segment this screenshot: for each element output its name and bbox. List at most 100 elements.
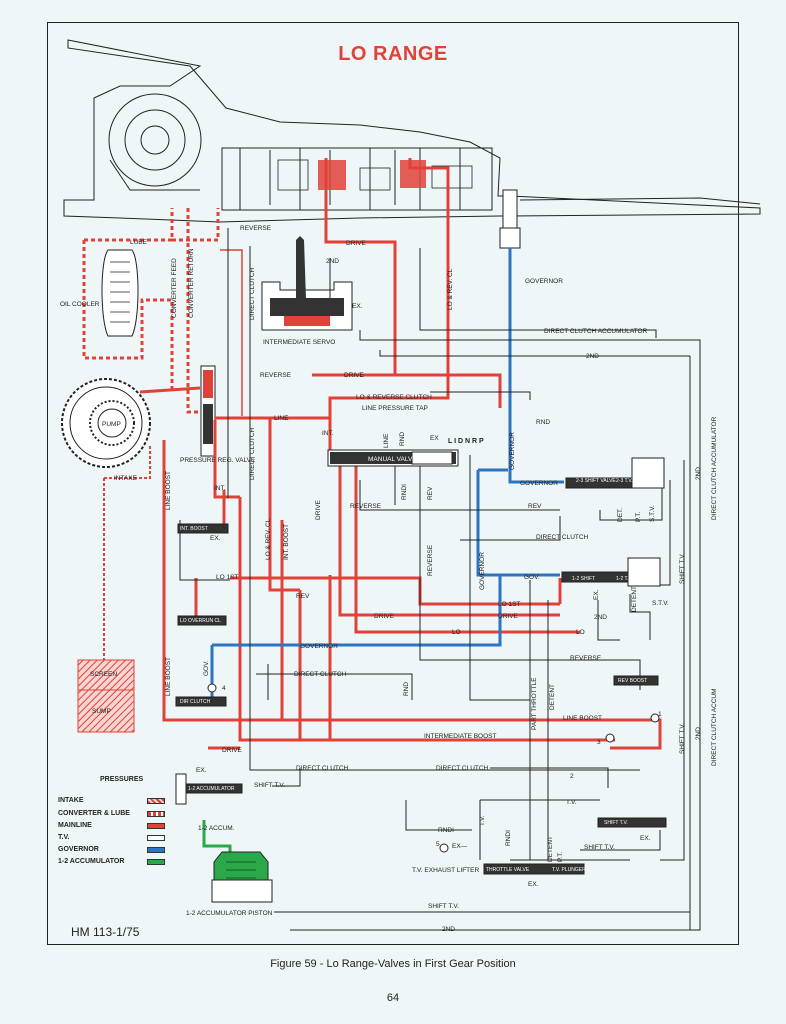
sump-box xyxy=(77,689,135,733)
label-num-4: 4 xyxy=(222,685,226,692)
label-ex-r: EX. xyxy=(640,835,651,842)
label-shift-tv-valve: SHIFT T.V. xyxy=(604,820,628,826)
label-tv-exhaust: T.V. EXHAUST LIFTER xyxy=(412,867,479,874)
label-line-boost-r: LINE BOOST xyxy=(563,715,602,722)
label-direct-clutch-r: DIRECT CLUTCH xyxy=(536,534,589,541)
label-num-5: 5 xyxy=(436,841,440,848)
label-lo-overrun: LO OVERRUN CL xyxy=(180,618,221,624)
vlabel-reverse: REVERSE xyxy=(427,544,434,576)
label-12-accumulator: 1-2 ACCUMULATOR xyxy=(188,786,235,792)
label-drive-2: DRIVE xyxy=(344,372,365,379)
label-lube: LUBE xyxy=(130,239,148,246)
vlabel-ex: EX. xyxy=(593,589,600,600)
vlabel-line-boost-1: LINE BOOST xyxy=(165,471,172,510)
label-drive-3: DRIVE xyxy=(374,613,395,620)
diagram-labels: LUBE REVERSE DRIVE 2ND GOVERNOR OIL COOL… xyxy=(60,225,669,933)
governor-assembly xyxy=(499,189,521,262)
vlabel-converter-return: CONVERTER RETURN xyxy=(188,248,195,318)
label-2nd-3: 2ND xyxy=(594,614,607,621)
accumulator-piston xyxy=(211,851,273,903)
legend-swatch-governor xyxy=(147,847,165,853)
vlabel-shift-tv-1: SHIFT T.V. xyxy=(679,553,686,584)
vlabel-drive: DRIVE xyxy=(315,499,322,520)
label-reverse-3: REVERSE xyxy=(350,503,382,510)
label-drive-top: DRIVE xyxy=(346,240,367,247)
label-manual-valve: MANUAL VALVE xyxy=(368,456,417,463)
label-boost-ex: EX. xyxy=(210,535,221,542)
label-2nd-top: 2ND xyxy=(326,258,339,265)
label-accum-ex: EX. xyxy=(196,767,207,774)
legend-swatch-converter xyxy=(147,811,165,817)
legend-tv: T.V. xyxy=(58,834,70,841)
label-2nd-bottom: 2ND xyxy=(442,926,455,933)
label-int-2: INT. xyxy=(214,485,226,492)
label-direct-clutch-3: DIRECT CLUTCH xyxy=(296,765,349,772)
vlabel-2nd-1: 2ND xyxy=(695,467,702,480)
vlabel-governor-2: GOVERNOR xyxy=(479,552,486,590)
intake-passage xyxy=(103,446,151,660)
vlabel-detent-2: DETENT xyxy=(549,684,556,710)
oil-cooler xyxy=(101,249,139,337)
vlabel-dc-accum: DIRECT CLUTCH ACCUM xyxy=(711,688,718,766)
vlabel-det: DET. xyxy=(617,508,624,522)
vlabel-detent-1: DETENT xyxy=(631,586,638,612)
label-oil-cooler: OIL COOLER xyxy=(60,301,100,308)
label-screen: SCREEN xyxy=(90,671,117,678)
label-drive-5: DRIVE xyxy=(222,747,243,754)
transmission-case xyxy=(63,39,761,223)
label-23-tv: 2-3 T.V. xyxy=(616,478,633,484)
label-manual-positions: L I D N R P xyxy=(448,438,484,445)
label-pressure-reg: PRESSURE REG. VALVE xyxy=(180,457,256,464)
legend-title: PRESSURES xyxy=(100,776,144,783)
vertical-labels: CONVERTER FEED CONVERTER RETURN DIRECT C… xyxy=(165,248,718,862)
clutch-packs xyxy=(277,159,473,191)
label-lo: LO xyxy=(452,629,461,636)
label-shift-tv-3: SHIFT T.V. xyxy=(428,903,459,910)
label-rev-boost: REV BOOST xyxy=(618,678,647,684)
label-shift-tv-2: SHIFT T.V. xyxy=(584,844,615,851)
label-reverse-4: REVERSE xyxy=(570,655,602,662)
label-ex-bottom: EX. xyxy=(528,881,539,888)
vlabel-pt: P.T. xyxy=(635,511,642,522)
vlabel-2nd-2: 2ND xyxy=(695,727,702,740)
label-lo-1st-2: LO 1ST xyxy=(498,601,520,608)
legend-swatch-mainline xyxy=(147,823,165,829)
legend-mainline: MAINLINE xyxy=(58,822,92,829)
label-governor: GOVERNOR xyxy=(525,278,563,285)
vlabel-tv: T.V. xyxy=(479,815,486,826)
mainline-passages xyxy=(139,158,662,750)
label-num-2: 2 xyxy=(570,773,574,780)
label-12-shift: 1-2 SHIFT xyxy=(572,576,595,582)
label-dir-clutch: DIR CLUTCH xyxy=(180,699,211,705)
legend-swatch-accumulator xyxy=(147,859,165,865)
label-shift-tv-1: SHIFT T.V. xyxy=(254,782,285,789)
label-stv-2: S.T.V. xyxy=(652,600,669,607)
label-lo-rev-clutch: LO & REVERSE CLUTCH xyxy=(356,394,432,401)
vlabel-rndi: RNDI xyxy=(505,830,512,846)
label-pump: PUMP xyxy=(102,421,121,428)
label-lo-2: LO xyxy=(576,629,585,636)
document-id: HM 113-1/75 xyxy=(71,925,140,939)
label-int-boost: INTERMEDIATE BOOST xyxy=(424,733,496,740)
label-accum-12: 1-2 ACCUM. xyxy=(198,825,235,832)
vlabel-part-throttle: PART THROTTLE xyxy=(531,677,538,730)
pump xyxy=(61,378,151,468)
vlabel-direct-clutch-1: DIRECT CLUTCH xyxy=(249,267,256,320)
label-lo-1st: LO 1ST xyxy=(216,574,238,581)
label-line: LINE xyxy=(274,415,289,422)
label-num-3: 3 xyxy=(597,739,601,746)
page-number: 64 xyxy=(386,992,400,1004)
vlabel-pt-2: P.T. xyxy=(557,851,564,862)
label-tv-r: T.V. xyxy=(566,799,577,806)
legend-swatch-intake xyxy=(147,798,165,804)
legend-governor: GOVERNOR xyxy=(58,846,99,853)
vlabel-rev: REV xyxy=(427,486,434,500)
legend-accumulator: 1-2 ACCUMULATOR xyxy=(58,858,125,865)
tv-passages xyxy=(179,228,701,931)
label-rnd-top: RND xyxy=(536,419,550,426)
label-12-tv: 1-2 T.V. xyxy=(616,576,633,582)
legend-converter: CONVERTER & LUBE xyxy=(58,810,130,817)
label-sump: SUMP xyxy=(92,708,111,715)
label-2nd-right: 2ND xyxy=(586,353,599,360)
